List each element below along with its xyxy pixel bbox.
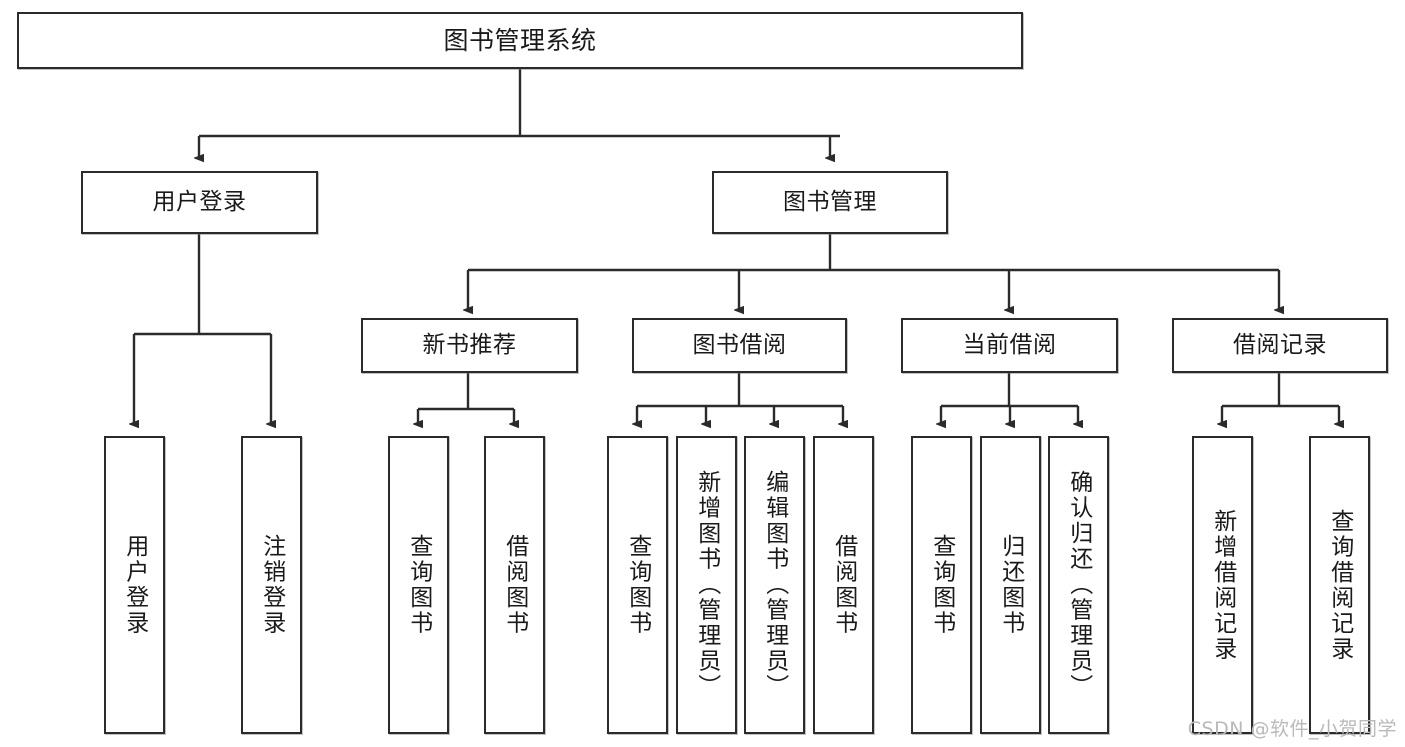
node-label: 新书推荐	[422, 331, 517, 358]
node-leaf-return-book[interactable]: 归还图书	[980, 436, 1041, 734]
node-label: 新增图书（管理员）	[693, 470, 720, 700]
node-leaf-borrow-book-2[interactable]: 借阅图书	[813, 436, 874, 734]
node-leaf-add-record[interactable]: 新增借阅记录	[1192, 436, 1253, 734]
node-user-login[interactable]: 用户登录	[81, 171, 318, 234]
edges-root	[199, 69, 840, 158]
node-label: 图书借阅	[692, 331, 787, 358]
edges-book-borrow	[637, 373, 843, 424]
node-label: 借阅图书	[830, 534, 857, 636]
edges-current-borrow	[941, 373, 1078, 424]
node-label: 图书管理	[783, 188, 877, 215]
node-leaf-confirm-return[interactable]: 确认归还（管理员）	[1048, 436, 1109, 734]
node-leaf-borrow-book-1[interactable]: 借阅图书	[484, 436, 545, 734]
node-current-borrow[interactable]: 当前借阅	[901, 318, 1118, 373]
node-label: 查询图书	[624, 534, 651, 636]
edges-user-login	[134, 234, 271, 424]
node-leaf-query-book-1[interactable]: 查询图书	[388, 436, 449, 734]
node-label: 借阅图书	[501, 534, 528, 636]
node-leaf-user-login[interactable]: 用户登录	[104, 436, 165, 734]
node-leaf-query-book-3[interactable]: 查询图书	[911, 436, 972, 734]
node-borrow-record[interactable]: 借阅记录	[1172, 318, 1388, 373]
node-label: 当前借阅	[962, 331, 1057, 358]
node-label: 新增借阅记录	[1209, 508, 1236, 662]
edges-book-manage	[468, 234, 1279, 310]
edges-new-book-recommend	[418, 373, 514, 424]
node-label: 查询图书	[405, 534, 432, 636]
node-book-manage[interactable]: 图书管理	[712, 171, 948, 234]
node-label: 图书管理系统	[443, 25, 597, 55]
node-label: 确认归还（管理员）	[1065, 470, 1092, 700]
node-label: 用户登录	[121, 534, 148, 636]
node-leaf-logout-login[interactable]: 注销登录	[241, 436, 302, 734]
node-label: 归还图书	[997, 534, 1024, 636]
node-label: 借阅记录	[1233, 331, 1327, 358]
node-leaf-query-record[interactable]: 查询借阅记录	[1309, 436, 1370, 734]
node-leaf-query-book-2[interactable]: 查询图书	[607, 436, 668, 734]
edges-borrow-record	[1222, 373, 1339, 424]
node-leaf-edit-book[interactable]: 编辑图书（管理员）	[744, 436, 805, 734]
node-leaf-add-book[interactable]: 新增图书（管理员）	[676, 436, 737, 734]
node-label: 查询图书	[928, 534, 955, 636]
node-root-system[interactable]: 图书管理系统	[17, 12, 1023, 69]
node-label: 用户登录	[152, 188, 247, 215]
watermark-text: CSDN @软件_小贺同学	[1187, 718, 1397, 740]
node-new-book-recommend[interactable]: 新书推荐	[361, 318, 578, 373]
node-label: 查询借阅记录	[1326, 508, 1353, 662]
node-label: 注销登录	[258, 534, 285, 636]
node-label: 编辑图书（管理员）	[761, 470, 788, 700]
node-book-borrow[interactable]: 图书借阅	[632, 318, 847, 373]
